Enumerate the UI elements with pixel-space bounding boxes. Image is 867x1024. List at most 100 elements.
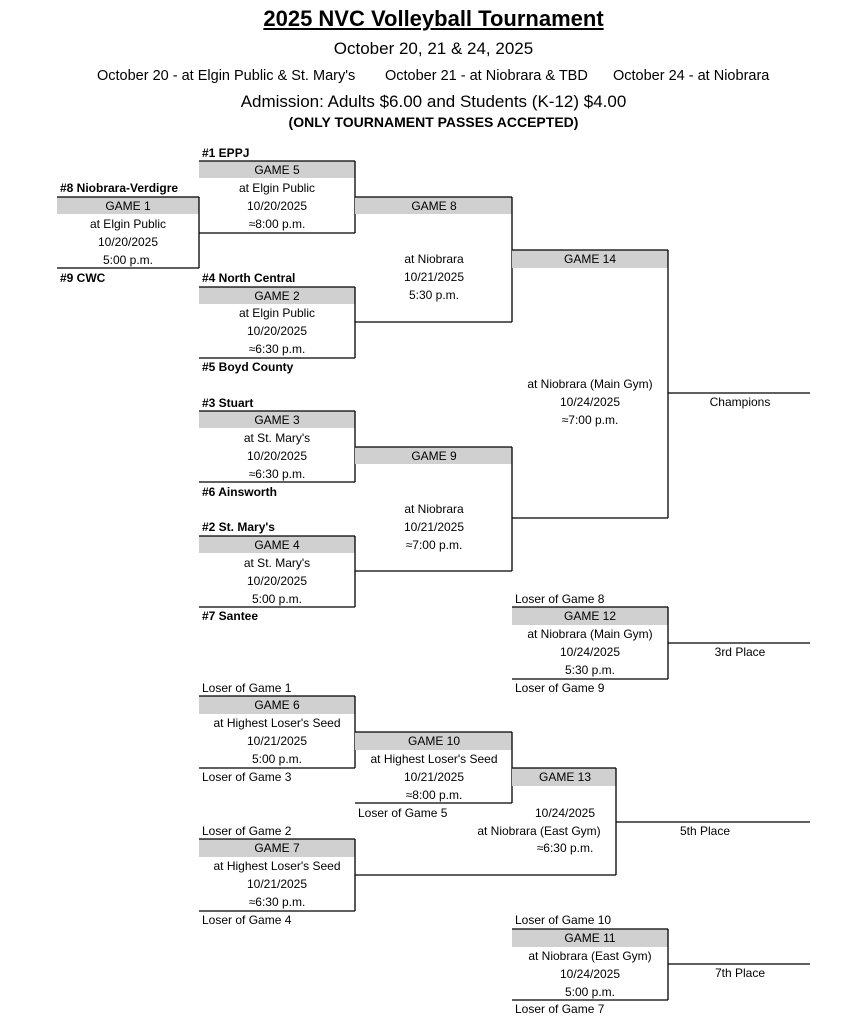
game-date: 10/24/2025 — [535, 806, 595, 820]
game-header-bar — [199, 161, 355, 178]
game-time: ≈7:00 p.m. — [406, 538, 463, 552]
game-time: 5:00 p.m. — [565, 985, 615, 999]
game-10-box: GAME 10 at Highest Loser's Seed 10/21/20… — [355, 731, 513, 804]
game-header-bar — [512, 768, 616, 786]
game-header-bar — [512, 607, 668, 625]
game-time: ≈8:00 p.m. — [249, 217, 306, 231]
team-seed-9: #9 CWC — [60, 271, 106, 285]
loser-game-9: Loser of Game 9 — [515, 681, 605, 695]
third-place-label: 3rd Place — [715, 645, 766, 659]
game-time: 5:30 p.m. — [409, 288, 459, 302]
game-location: at Elgin Public — [239, 306, 315, 320]
game-label: GAME 10 — [408, 734, 460, 748]
team-seed-5: #5 Boyd County — [202, 360, 294, 374]
game-header-bar — [199, 696, 355, 714]
champions-label: Champions — [710, 395, 771, 409]
loser-game-8: Loser of Game 8 — [515, 592, 605, 606]
seventh-place-label: 7th Place — [715, 966, 765, 980]
game-date: 10/21/2025 — [247, 734, 307, 748]
game-label: GAME 12 — [564, 609, 616, 623]
team-seed-6: #6 Ainsworth — [202, 485, 277, 499]
tournament-dates: October 20, 21 & 24, 2025 — [333, 39, 534, 58]
game-location: at Highest Loser's Seed — [213, 859, 340, 873]
game-time: ≈6:30 p.m. — [537, 841, 594, 855]
game-5-box: GAME 5 at Elgin Public 10/20/2025 ≈8:00 … — [199, 160, 356, 233]
game-time: 5:00 p.m. — [103, 253, 153, 267]
game-location: at Elgin Public — [239, 181, 315, 195]
loser-game-2: Loser of Game 2 — [202, 824, 292, 838]
team-seed-4: #4 North Central — [202, 271, 295, 285]
team-seed-2: #2 St. Mary's — [202, 520, 275, 534]
loser-game-5: Loser of Game 5 — [358, 806, 448, 820]
game-label: GAME 4 — [254, 538, 300, 552]
game-location: at Niobrara — [404, 502, 464, 516]
game-label: GAME 8 — [411, 199, 457, 213]
game-label: GAME 13 — [539, 770, 591, 784]
loser-game-3: Loser of Game 3 — [202, 770, 292, 784]
game-date: 10/24/2025 — [560, 645, 620, 659]
game-location: at Niobrara (East Gym) — [528, 949, 651, 963]
game-3-box: GAME 3 at St. Mary's 10/20/2025 ≈6:30 p.… — [199, 410, 356, 483]
loser-game-1: Loser of Game 1 — [202, 681, 292, 695]
game-11-box: GAME 11 at Niobrara (East Gym) 10/24/202… — [512, 928, 669, 1001]
day2-venue: October 21 - at Niobrara & TBD — [385, 68, 588, 84]
admission-prices: Admission: Adults $6.00 and Students (K-… — [240, 92, 627, 111]
game-7-box: GAME 7 at Highest Loser's Seed 10/21/202… — [199, 838, 356, 912]
game-location: at Niobrara — [404, 252, 464, 266]
game-time: ≈6:30 p.m. — [249, 467, 306, 481]
game-8-box: GAME 8 at Niobrara 10/21/2025 5:30 p.m. — [355, 196, 513, 323]
game-date: 10/21/2025 — [404, 520, 464, 534]
game-date: 10/21/2025 — [404, 770, 464, 784]
game-label: GAME 5 — [254, 163, 300, 177]
game-date: 10/20/2025 — [98, 235, 158, 249]
day3-venue: October 24 - at Niobrara — [613, 68, 770, 84]
game-location: at Highest Loser's Seed — [213, 716, 340, 730]
game-date: 10/21/2025 — [404, 270, 464, 284]
game-date: 10/20/2025 — [247, 449, 307, 463]
game-time: ≈7:00 p.m. — [562, 413, 619, 427]
game-13-box: GAME 13 10/24/2025 at Niobrara (East Gym… — [355, 767, 617, 876]
game-time: ≈6:30 p.m. — [249, 895, 306, 909]
team-seed-1: #1 EPPJ — [202, 146, 249, 160]
fifth-place-label: 5th Place — [680, 824, 730, 838]
game-location: at Niobrara (Main Gym) — [527, 377, 652, 391]
game-label: GAME 11 — [564, 931, 615, 945]
team-seed-3: #3 Stuart — [202, 396, 253, 410]
game-label: GAME 7 — [254, 841, 300, 855]
game-date: 10/24/2025 — [560, 967, 620, 981]
game-date: 10/20/2025 — [247, 199, 307, 213]
team-seed-7: #7 Santee — [202, 609, 258, 623]
game-label: GAME 9 — [411, 449, 457, 463]
loser-game-4: Loser of Game 4 — [202, 913, 292, 927]
game-header-bar — [199, 287, 355, 304]
game-4-box: GAME 4 at St. Mary's 10/20/2025 5:00 p.m… — [199, 535, 356, 608]
game-header-bar — [199, 536, 355, 553]
game-location: at St. Mary's — [244, 431, 310, 445]
game-2-box: GAME 2 at Elgin Public 10/20/2025 ≈6:30 … — [199, 286, 356, 359]
game-header-bar — [512, 929, 668, 947]
game-location: at Elgin Public — [90, 217, 166, 231]
game-label: GAME 2 — [254, 289, 300, 303]
game-header-bar — [355, 732, 512, 750]
game-date: 10/20/2025 — [247, 574, 307, 588]
game-header-bar — [199, 839, 355, 857]
game-time: ≈6:30 p.m. — [249, 342, 306, 356]
game-label: GAME 14 — [564, 252, 616, 266]
loser-game-10: Loser of Game 10 — [515, 913, 611, 927]
game-label: GAME 3 — [254, 413, 300, 427]
game-time: 5:00 p.m. — [252, 752, 302, 766]
loser-game-7: Loser of Game 7 — [515, 1002, 605, 1016]
game-header-bar — [355, 447, 512, 464]
game-location: at Niobrara (Main Gym) — [527, 627, 652, 641]
game-label: GAME 1 — [105, 199, 151, 213]
game-9-box: GAME 9 at Niobrara 10/21/2025 ≈7:00 p.m. — [355, 446, 513, 572]
game-header-bar — [355, 197, 512, 214]
game-label: GAME 6 — [254, 698, 300, 712]
game-time: 5:00 p.m. — [252, 592, 302, 606]
game-date: 10/20/2025 — [247, 324, 307, 338]
tournament-title: 2025 NVC Volleyball Tournament — [263, 6, 604, 31]
game-date: 10/24/2025 — [560, 395, 620, 409]
game-location: at Highest Loser's Seed — [370, 752, 497, 766]
game-header-bar — [199, 411, 355, 428]
game-header-bar — [57, 197, 199, 214]
